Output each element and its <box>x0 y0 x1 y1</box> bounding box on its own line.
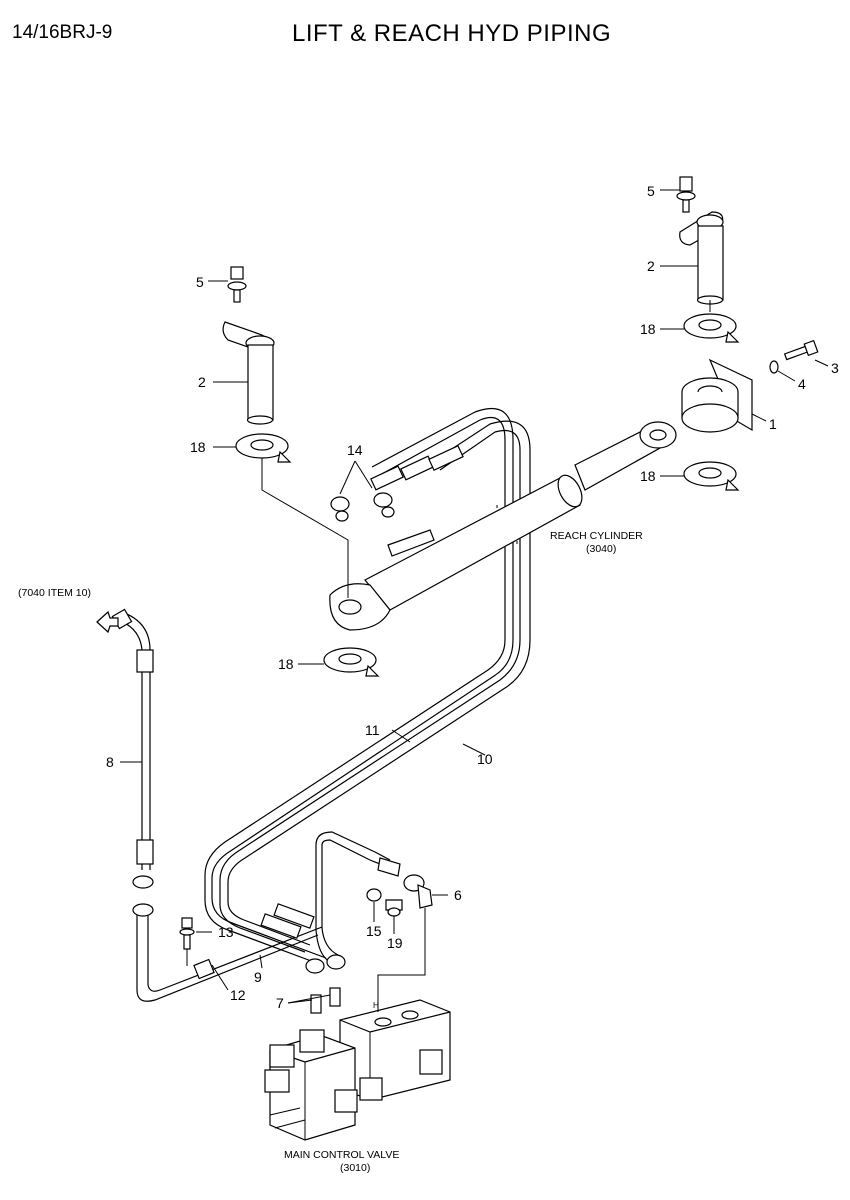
bolt-3 <box>783 339 819 361</box>
washer-18-right-top <box>683 313 740 343</box>
callout-2-right: 2 <box>647 258 655 274</box>
callout-13: 13 <box>218 924 234 940</box>
model-number: 14/16BRJ-9 <box>12 22 113 43</box>
washer-18-left-top <box>235 433 292 463</box>
callout-9: 9 <box>254 969 262 985</box>
fitting-7 <box>310 987 341 1014</box>
callout-5-right: 5 <box>647 183 655 199</box>
reach-cylinder <box>329 421 677 631</box>
reference-label: (7040 ITEM 10) <box>18 587 91 599</box>
pipe-12 <box>136 915 323 1002</box>
pin-2-left <box>222 321 275 425</box>
callout-8: 8 <box>106 754 114 770</box>
callout-14: 14 <box>347 442 363 458</box>
tee-19 <box>385 899 403 917</box>
bolt-5-right <box>676 176 696 213</box>
washer-18-left-bottom <box>323 647 380 677</box>
washer-18-right-bottom <box>683 461 740 491</box>
diagram-title: LIFT & REACH HYD PIPING <box>292 20 612 47</box>
hose-fitting-14 <box>330 445 464 522</box>
callout-3: 3 <box>831 360 839 376</box>
callout-15: 15 <box>366 923 382 939</box>
reach-cylinder-label: REACH CYLINDER <box>550 530 643 542</box>
reach-cylinder-code: (3040) <box>586 543 616 555</box>
main-control-valve-code: (3010) <box>340 1162 370 1174</box>
main-control-valve <box>264 999 451 1141</box>
pipe-11 <box>204 407 514 966</box>
callout-19: 19 <box>387 935 403 951</box>
callout-4: 4 <box>798 376 806 392</box>
callout-1: 1 <box>769 416 777 432</box>
callout-10: 10 <box>477 751 493 767</box>
callout-12: 12 <box>230 987 246 1003</box>
callout-6: 6 <box>454 887 462 903</box>
bolt-5-left <box>227 266 247 303</box>
callout-18-right-top: 18 <box>640 321 656 337</box>
main-control-valve-label: MAIN CONTROL VALVE <box>284 1149 399 1161</box>
pipe-10 <box>219 420 531 953</box>
pin-2-right <box>679 211 724 305</box>
bracket-1 <box>681 358 753 433</box>
callout-18-left-bottom: 18 <box>278 656 294 672</box>
callout-18-right-bottom: 18 <box>640 468 656 484</box>
callout-7: 7 <box>276 995 284 1011</box>
callout-2-left: 2 <box>198 374 206 390</box>
callout-18-left-top: 18 <box>190 439 206 455</box>
callout-11: 11 <box>365 722 380 738</box>
plug-15 <box>366 888 382 902</box>
callout-5-left: 5 <box>196 274 204 290</box>
fitting-6 <box>377 857 433 909</box>
washer-4 <box>769 360 779 374</box>
hose-8 <box>111 608 154 917</box>
bolt-13 <box>179 917 195 950</box>
port-h-label: H <box>373 1001 379 1010</box>
